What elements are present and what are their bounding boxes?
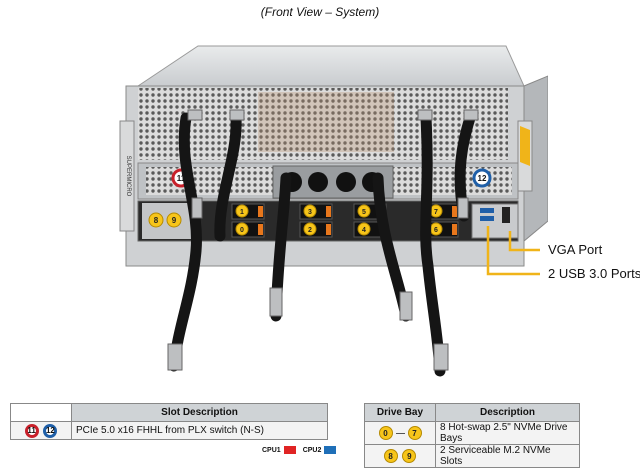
pcie-slot-badge-12: 12 <box>472 168 492 188</box>
server-chassis-image: SUPERMICRO 11 12 8 9 1 <box>119 45 548 377</box>
svg-text:3: 3 <box>308 209 312 216</box>
range-dash <box>395 432 405 434</box>
cpu2-swatch <box>324 446 337 454</box>
cpu1-swatch <box>283 446 296 454</box>
svg-text:0: 0 <box>240 227 244 234</box>
usb-callout-line <box>486 226 540 276</box>
drive-badge-7: 7 <box>407 426 422 440</box>
svg-text:5: 5 <box>362 209 366 216</box>
drive-badge-0: 0 <box>378 426 393 440</box>
brand-label: SUPERMICRO <box>125 156 131 197</box>
drive-badge-0: 0 <box>235 222 249 236</box>
pcie-slot-badge-11: 11 <box>24 423 39 438</box>
svg-text:2: 2 <box>308 227 312 234</box>
drive-badge-2: 2 <box>303 222 317 236</box>
slot-description-header: Slot Description <box>71 403 328 422</box>
svg-text:6: 6 <box>434 227 438 234</box>
drive-bays-description: 8 Hot-swap 2.5" NVMe Drive Bays <box>435 421 580 445</box>
hose-fittings <box>167 109 479 371</box>
svg-text:7: 7 <box>434 209 438 216</box>
drive-badge-6: 6 <box>429 222 443 236</box>
svg-text:1: 1 <box>240 209 244 216</box>
vga-callout-line <box>508 231 540 252</box>
drive-badge-5: 5 <box>357 204 371 218</box>
table-row: 8 9 2 Serviceable M.2 NVMe Slots <box>364 444 580 468</box>
slot-description-table: Slot Description 11 12 PCIe 5.0 x16 FHHL… <box>10 403 328 440</box>
svg-text:11: 11 <box>177 174 186 183</box>
m2-badge-9: 9 <box>166 212 182 228</box>
slot-description-text: PCIe 5.0 x16 FHHL from PLX switch (N-S) <box>71 421 328 440</box>
svg-text:4: 4 <box>362 227 366 234</box>
vga-port-label: VGA Port <box>548 242 603 257</box>
usb-port-1[interactable] <box>480 208 494 213</box>
drive-bay-header: Drive Bay <box>364 403 436 422</box>
description-header: Description <box>435 403 580 422</box>
table-row: 11 12 PCIe 5.0 x16 FHHL from PLX switch … <box>10 421 328 440</box>
cpu2-legend-label: CPU2 <box>302 446 322 454</box>
page-title: (Front View – System) <box>260 5 380 19</box>
m2-badge-8: 8 <box>383 449 398 463</box>
usb-ports-label: 2 USB 3.0 Ports <box>548 266 640 281</box>
svg-text:8: 8 <box>154 216 159 225</box>
m2-slots-description: 2 Serviceable M.2 NVMe Slots <box>435 444 580 468</box>
top-cover <box>136 45 525 87</box>
drive-badge-3: 3 <box>303 204 317 218</box>
svg-text:12: 12 <box>478 174 487 183</box>
m2-badge-8: 8 <box>148 212 164 228</box>
svg-text:9: 9 <box>172 216 177 225</box>
drive-badge-4: 4 <box>357 222 371 236</box>
drive-badge-1: 1 <box>235 204 249 218</box>
usb-port-2[interactable] <box>480 216 494 221</box>
drive-badge-7: 7 <box>429 204 443 218</box>
pcie-slot-badge-12: 12 <box>43 423 58 438</box>
m2-badge-9: 9 <box>402 449 417 463</box>
cpu-legend: CPU1 CPU2 <box>262 446 337 454</box>
vga-port[interactable] <box>502 207 510 223</box>
cpu1-legend-label: CPU1 <box>262 446 281 454</box>
